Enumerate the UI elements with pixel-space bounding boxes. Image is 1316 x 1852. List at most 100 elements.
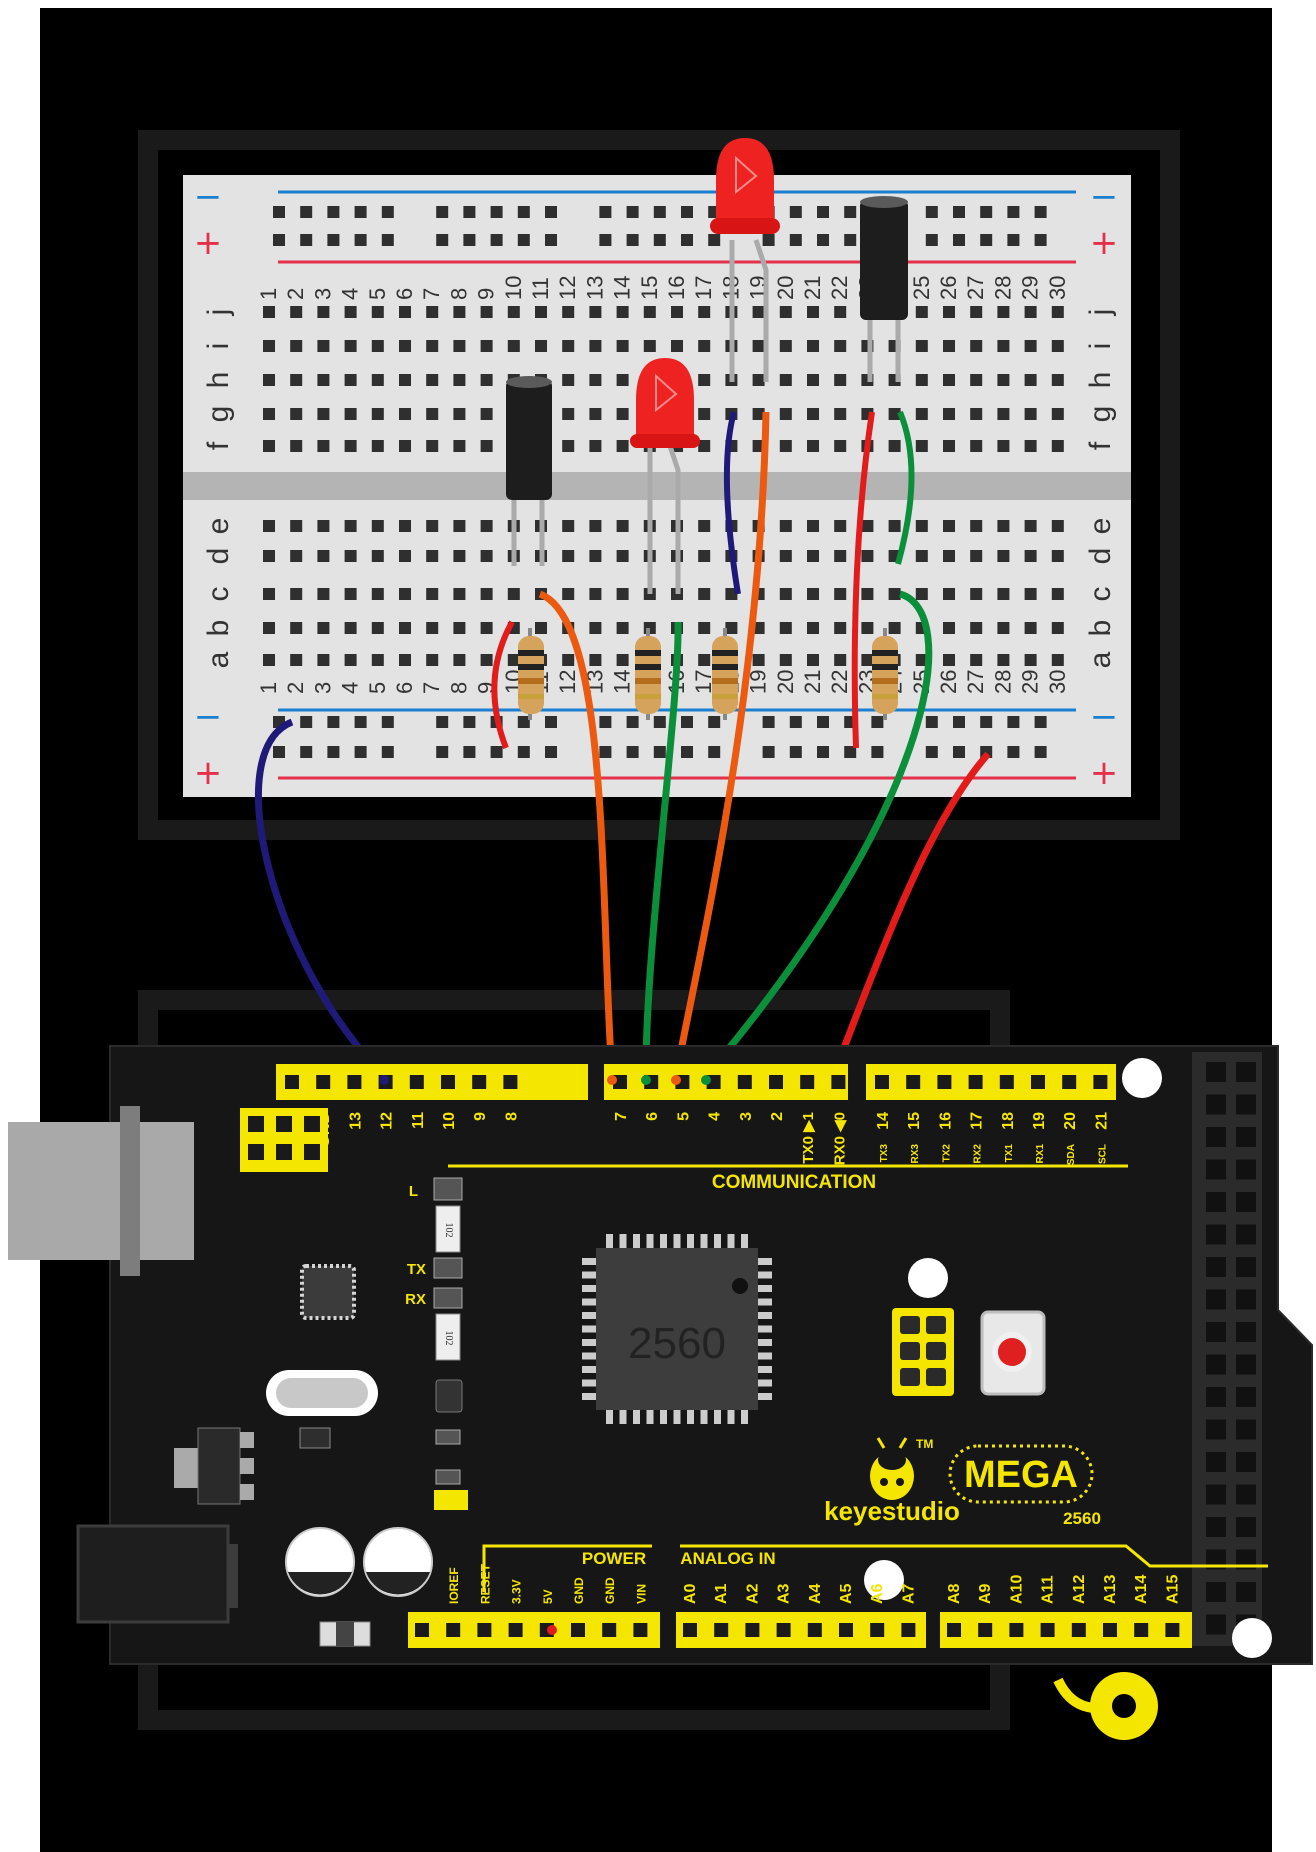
breadboard-hole <box>1051 622 1064 634</box>
rail-hole <box>381 716 394 728</box>
column-number: 14 <box>610 670 635 694</box>
breadboard-hole <box>480 622 493 634</box>
header-pin <box>1206 1224 1226 1245</box>
breadboard-hole <box>807 588 819 600</box>
reset-button[interactable] <box>998 1338 1026 1366</box>
breadboard-hole <box>616 340 629 352</box>
column-number: 7 <box>419 682 444 694</box>
column-number: 8 <box>446 288 471 300</box>
smd-marking-2: 102 <box>443 1331 454 1346</box>
column-number: 12 <box>555 670 580 694</box>
pin-label: 5V <box>541 1589 555 1604</box>
column-number: 29 <box>1018 276 1043 300</box>
rail-hole <box>273 234 285 246</box>
pin-label: A14 <box>1133 1575 1150 1604</box>
row-letter: c <box>202 587 235 602</box>
breadboard-hole <box>507 654 520 666</box>
breadboard-hole <box>779 622 792 634</box>
breadboard-hole <box>1024 408 1037 420</box>
column-number: 11 <box>528 277 553 300</box>
rail-hole <box>653 206 666 218</box>
breadboard-hole <box>480 340 493 352</box>
header-pin <box>1206 1127 1226 1147</box>
header-pin <box>1206 1322 1226 1342</box>
rail-hole <box>354 206 367 218</box>
rail-hole <box>871 716 884 728</box>
red-led-2 <box>710 138 780 382</box>
header-pin <box>1206 1062 1226 1082</box>
header-hole <box>1062 1075 1077 1089</box>
rail-hole <box>490 206 503 218</box>
column-number: 6 <box>392 682 417 694</box>
rail-hole <box>980 234 993 246</box>
breadboard-hole <box>616 374 629 386</box>
rail-hole <box>599 234 612 246</box>
rail-hole <box>517 206 530 218</box>
breadboard-hole <box>943 520 955 532</box>
breadboard-hole <box>263 520 275 532</box>
mounting-hole-1 <box>1122 1058 1162 1098</box>
rail-hole <box>599 206 612 218</box>
header-pin <box>1206 1192 1226 1212</box>
rail-hole <box>436 206 449 218</box>
column-number: 3 <box>310 682 335 694</box>
breadboard-hole <box>779 440 792 452</box>
breadboard-hole <box>480 440 493 452</box>
header-hole <box>807 1623 822 1637</box>
rail-hole <box>681 746 693 758</box>
breadboard-hole <box>671 340 683 352</box>
rail-hole <box>925 206 938 218</box>
pin-label: 5 <box>675 1112 692 1121</box>
breadboard-hole <box>426 622 439 634</box>
pin-label: 4 <box>707 1112 724 1121</box>
breadboard-hole <box>263 374 275 386</box>
header-pin <box>1206 1484 1226 1505</box>
breadboard-hole <box>453 340 466 352</box>
header-pin <box>1206 1094 1226 1115</box>
row-letter: d <box>1084 548 1117 565</box>
breadboard-hole <box>453 374 466 386</box>
breadboard-hole <box>698 374 711 386</box>
rail-hole <box>436 716 449 728</box>
plus-sign-bottom-right: + <box>1090 753 1119 793</box>
column-number: 12 <box>555 276 580 300</box>
column-number: 1 <box>256 682 281 694</box>
breadboard-hole <box>480 520 493 532</box>
breadboard-hole <box>371 588 384 600</box>
breadboard-hole <box>970 588 983 600</box>
header-top-right <box>866 1064 1116 1100</box>
rail-hole <box>517 716 530 728</box>
breadboard-hole <box>888 622 901 634</box>
header-hole <box>1071 1623 1086 1637</box>
rail-hole <box>844 206 857 218</box>
header-pin <box>1236 1419 1256 1440</box>
header-pin <box>1236 1582 1256 1602</box>
breadboard-hole <box>344 520 357 532</box>
rail-hole <box>817 746 829 758</box>
column-number: 3 <box>310 288 335 300</box>
breadboard-hole <box>344 550 357 562</box>
column-number: 26 <box>936 276 961 300</box>
header-hole <box>633 1623 648 1637</box>
header-pin <box>1206 1419 1226 1440</box>
rail-hole <box>436 234 449 246</box>
breadboard-hole <box>779 588 792 600</box>
column-number: 16 <box>664 276 689 300</box>
led-rx-label: RX <box>405 1291 426 1308</box>
breadboard-hole <box>480 654 493 666</box>
breadboard-hole <box>943 588 955 600</box>
pin-label: 14 <box>875 1112 892 1130</box>
breadboard-hole <box>997 550 1010 562</box>
header-hole <box>441 1075 455 1089</box>
header-pin <box>1206 1159 1226 1180</box>
rail-hole <box>789 206 802 218</box>
breadboard-hole <box>263 340 275 352</box>
breadboard-hole <box>371 440 384 452</box>
rail-hole <box>953 234 965 246</box>
breadboard-hole <box>399 374 411 386</box>
breadboard-hole <box>970 550 983 562</box>
breadboard-hole <box>915 306 928 318</box>
column-number: 15 <box>637 276 662 300</box>
breadboard-hole <box>943 550 955 562</box>
pin-label: 3.3V <box>510 1579 524 1604</box>
